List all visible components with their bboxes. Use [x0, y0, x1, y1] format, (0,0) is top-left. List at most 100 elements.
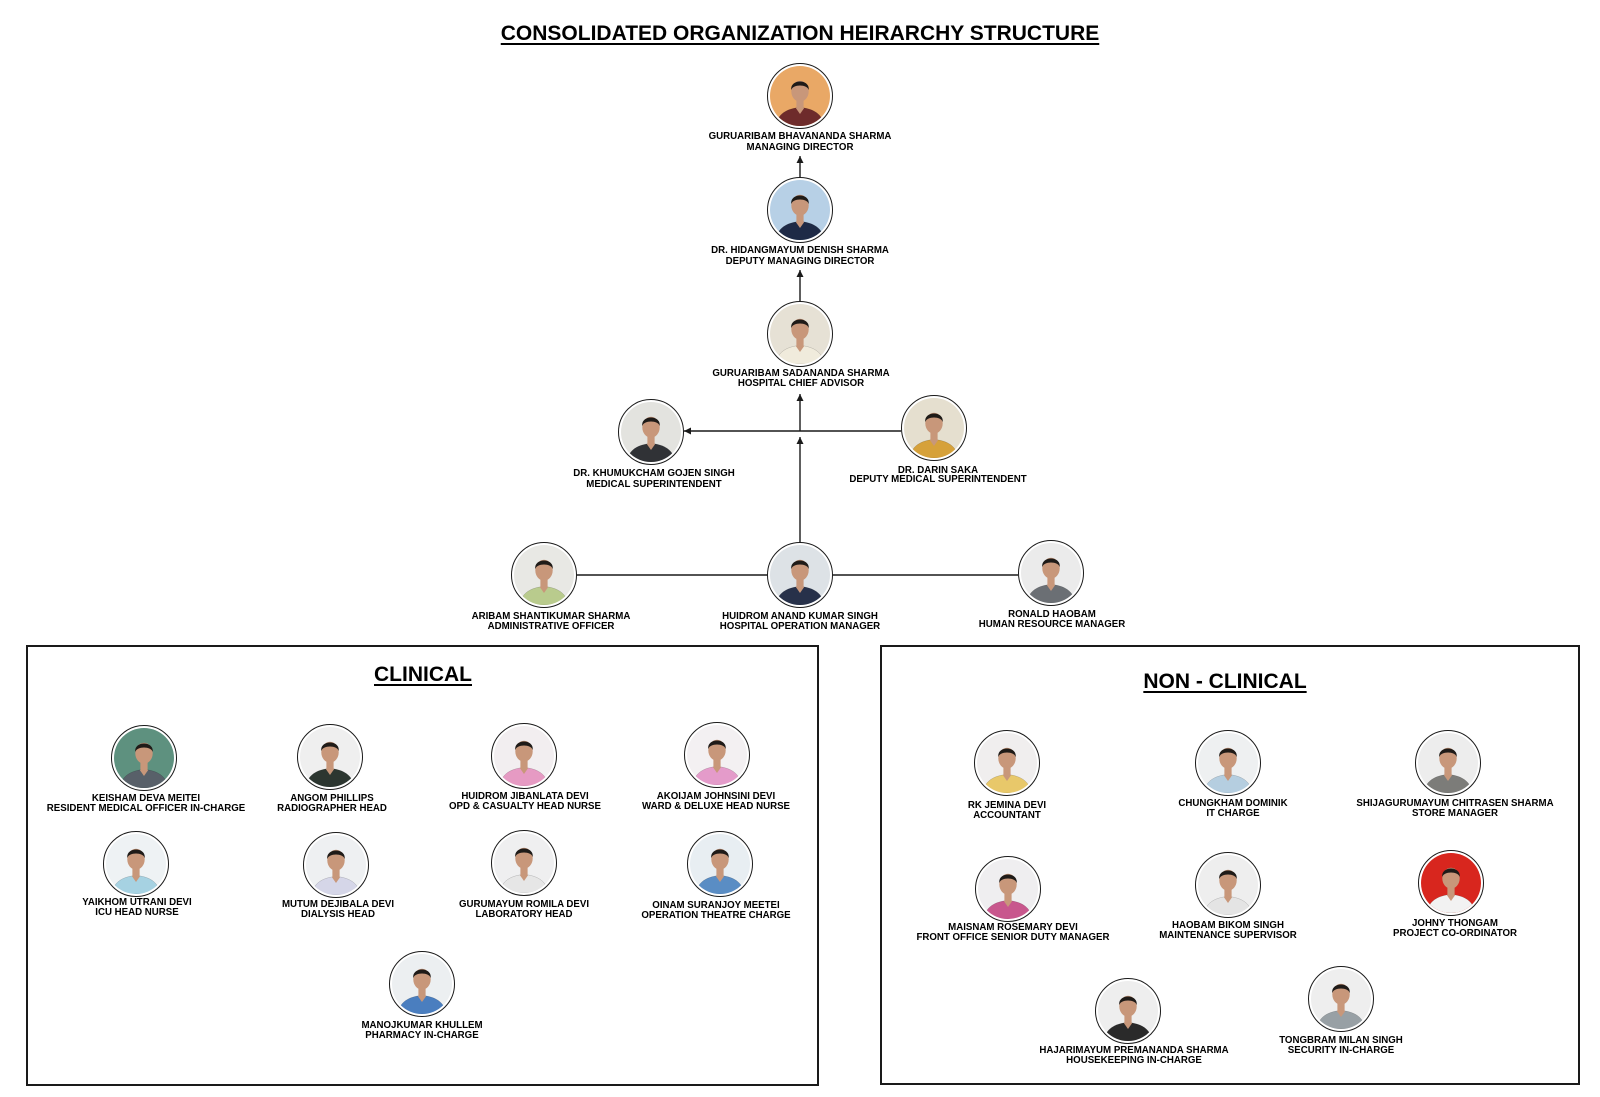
person-name: HAOBAM BIKOM SINGH — [1172, 920, 1284, 931]
person-label: RK JEMINA DEVI ACCOUNTANT — [887, 801, 1127, 820]
portrait-hair — [791, 560, 809, 569]
person-role: STORE MANAGER — [1412, 807, 1498, 819]
person-name: OINAM SURANJOY MEETEI — [652, 900, 780, 911]
portrait-photo — [684, 722, 750, 788]
person-name: MANOJKUMAR KHULLEM — [361, 1020, 483, 1031]
person-role: RADIOGRAPHER HEAD — [277, 802, 387, 814]
portrait-collar — [1336, 1011, 1346, 1017]
person-label: HAJARIMAYUM PREMANANDA SHARMA HOUSEKEEPI… — [1014, 1046, 1254, 1065]
portrait-silhouette — [494, 833, 554, 893]
person-name: ANGOM PHILLIPS — [290, 793, 374, 804]
person-label: TONGBRAM MILAN SINGH SECURITY IN-CHARGE — [1221, 1036, 1461, 1055]
portrait-neck — [1447, 886, 1455, 896]
portrait-photo — [1095, 978, 1161, 1044]
person-role: MEDICAL SUPERINTENDENT — [586, 478, 722, 490]
portrait-neck — [132, 867, 140, 877]
portrait-photo — [767, 63, 833, 129]
person-role: ADMINISTRATIVE OFFICER — [487, 621, 615, 633]
person-role: PROJECT CO-ORDINATOR — [1393, 927, 1517, 939]
portrait-hair — [1219, 870, 1237, 879]
portrait-silhouette — [690, 834, 750, 894]
portrait-photo — [975, 856, 1041, 922]
person-role: DEPUTY MANAGING DIRECTOR — [725, 255, 875, 267]
portrait-silhouette — [300, 727, 360, 787]
portrait-neck — [140, 761, 148, 771]
person-label: JOHNY THONGAM PROJECT CO-ORDINATOR — [1335, 919, 1575, 938]
person-label: AKOIJAM JOHNSINI DEVI WARD & DELUXE HEAD… — [596, 792, 836, 811]
person-name: ARIBAM SHANTIKUMAR SHARMA — [471, 610, 631, 622]
portrait-silhouette — [494, 726, 554, 786]
portrait-neck — [796, 337, 804, 347]
person-label: SHIJAGURUMAYUM CHITRASEN SHARMA STORE MA… — [1335, 799, 1575, 818]
portrait-silhouette — [392, 954, 452, 1014]
portrait-silhouette — [1198, 733, 1258, 793]
portrait-photo — [297, 724, 363, 790]
person-role: IT CHARGE — [1206, 807, 1260, 819]
portrait-hair — [791, 81, 809, 90]
portrait-collar — [1046, 585, 1056, 591]
portrait-collar — [417, 996, 427, 1002]
person-role: WARD & DELUXE HEAD NURSE — [641, 800, 790, 812]
person-label: YAIKHOM UTRANI DEVI ICU HEAD NURSE — [17, 898, 257, 917]
person-name: RK JEMINA DEVI — [967, 800, 1047, 811]
person-name: GURUMAYUM ROMILA DEVI — [458, 899, 590, 910]
portrait-collar — [646, 444, 656, 450]
portrait-collar — [1223, 775, 1233, 781]
portrait-photo — [1418, 850, 1484, 916]
person-label: DR. DARIN SAKA DEPUTY MEDICAL SUPERINTEN… — [818, 465, 1058, 486]
person-name: RONALD HAOBAM — [1008, 608, 1096, 620]
person-role: MANAGING DIRECTOR — [746, 141, 854, 153]
person-label: GURUMAYUM ROMILA DEVI LABORATORY HEAD — [404, 900, 644, 919]
portrait-hair — [925, 413, 943, 422]
person-role: LABORATORY HEAD — [475, 908, 573, 920]
portrait-hair — [642, 417, 660, 426]
portrait-neck — [647, 435, 655, 445]
portrait-silhouette — [114, 728, 174, 788]
portrait-collar — [519, 875, 529, 881]
person-name: GURUARIBAM BHAVANANDA SHARMA — [708, 131, 892, 142]
portrait-photo — [687, 831, 753, 897]
portrait-silhouette — [770, 66, 830, 126]
portrait-silhouette — [1418, 733, 1478, 793]
portrait-neck — [796, 213, 804, 223]
portrait-hair — [791, 195, 809, 204]
person-role: RESIDENT MEDICAL OFFICER IN-CHARGE — [46, 802, 246, 814]
portrait-hair — [1332, 984, 1350, 993]
portrait-collar — [929, 440, 939, 446]
portrait-silhouette — [1311, 969, 1371, 1029]
portrait-silhouette — [770, 180, 830, 240]
person-label: GURUARIBAM BHAVANANDA SHARMA MANAGING DI… — [680, 131, 920, 154]
person-role: DEPUTY MEDICAL SUPERINTENDENT — [849, 474, 1027, 486]
person-role: HUMAN RESOURCE MANAGER — [978, 619, 1126, 631]
portrait-photo — [767, 301, 833, 367]
portrait-collar — [795, 346, 805, 352]
portrait-hair — [711, 849, 729, 858]
non-clinical-heading: NON - CLINICAL — [1143, 670, 1307, 693]
person-name: TONGBRAM MILAN SINGH — [1279, 1035, 1403, 1046]
portrait-photo — [974, 730, 1040, 796]
person-label: MUTUM DEJIBALA DEVI DIALYSIS HEAD — [218, 900, 458, 919]
portrait-hair — [1442, 868, 1460, 877]
portrait-neck — [1444, 766, 1452, 776]
portrait-hair — [413, 969, 431, 978]
person-label: HAOBAM BIKOM SINGH MAINTENANCE SUPERVISO… — [1108, 921, 1348, 940]
portrait-hair — [535, 560, 553, 569]
portrait-photo — [511, 542, 577, 608]
portrait-photo — [303, 832, 369, 898]
portrait-silhouette — [978, 859, 1038, 919]
person-name: HUIDROM JIBANLATA DEVI — [461, 791, 589, 802]
portrait-neck — [1224, 766, 1232, 776]
portrait-neck — [326, 760, 334, 770]
person-name: YAIKHOM UTRANI DEVI — [82, 897, 192, 908]
person-name: HAJARIMAYUM PREMANANDA SHARMA — [1039, 1045, 1229, 1056]
person-name: AKOIJAM JOHNSINI DEVI — [656, 791, 776, 802]
portrait-photo — [1415, 730, 1481, 796]
portrait-hair — [127, 849, 145, 858]
portrait-silhouette — [621, 402, 681, 462]
portrait-neck — [796, 578, 804, 588]
portrait-collar — [795, 587, 805, 593]
clinical-heading: CLINICAL — [374, 663, 472, 686]
person-role: OPD & CASUALTY HEAD NURSE — [449, 800, 601, 812]
person-name: SHIJAGURUMAYUM CHITRASEN SHARMA — [1356, 798, 1554, 809]
